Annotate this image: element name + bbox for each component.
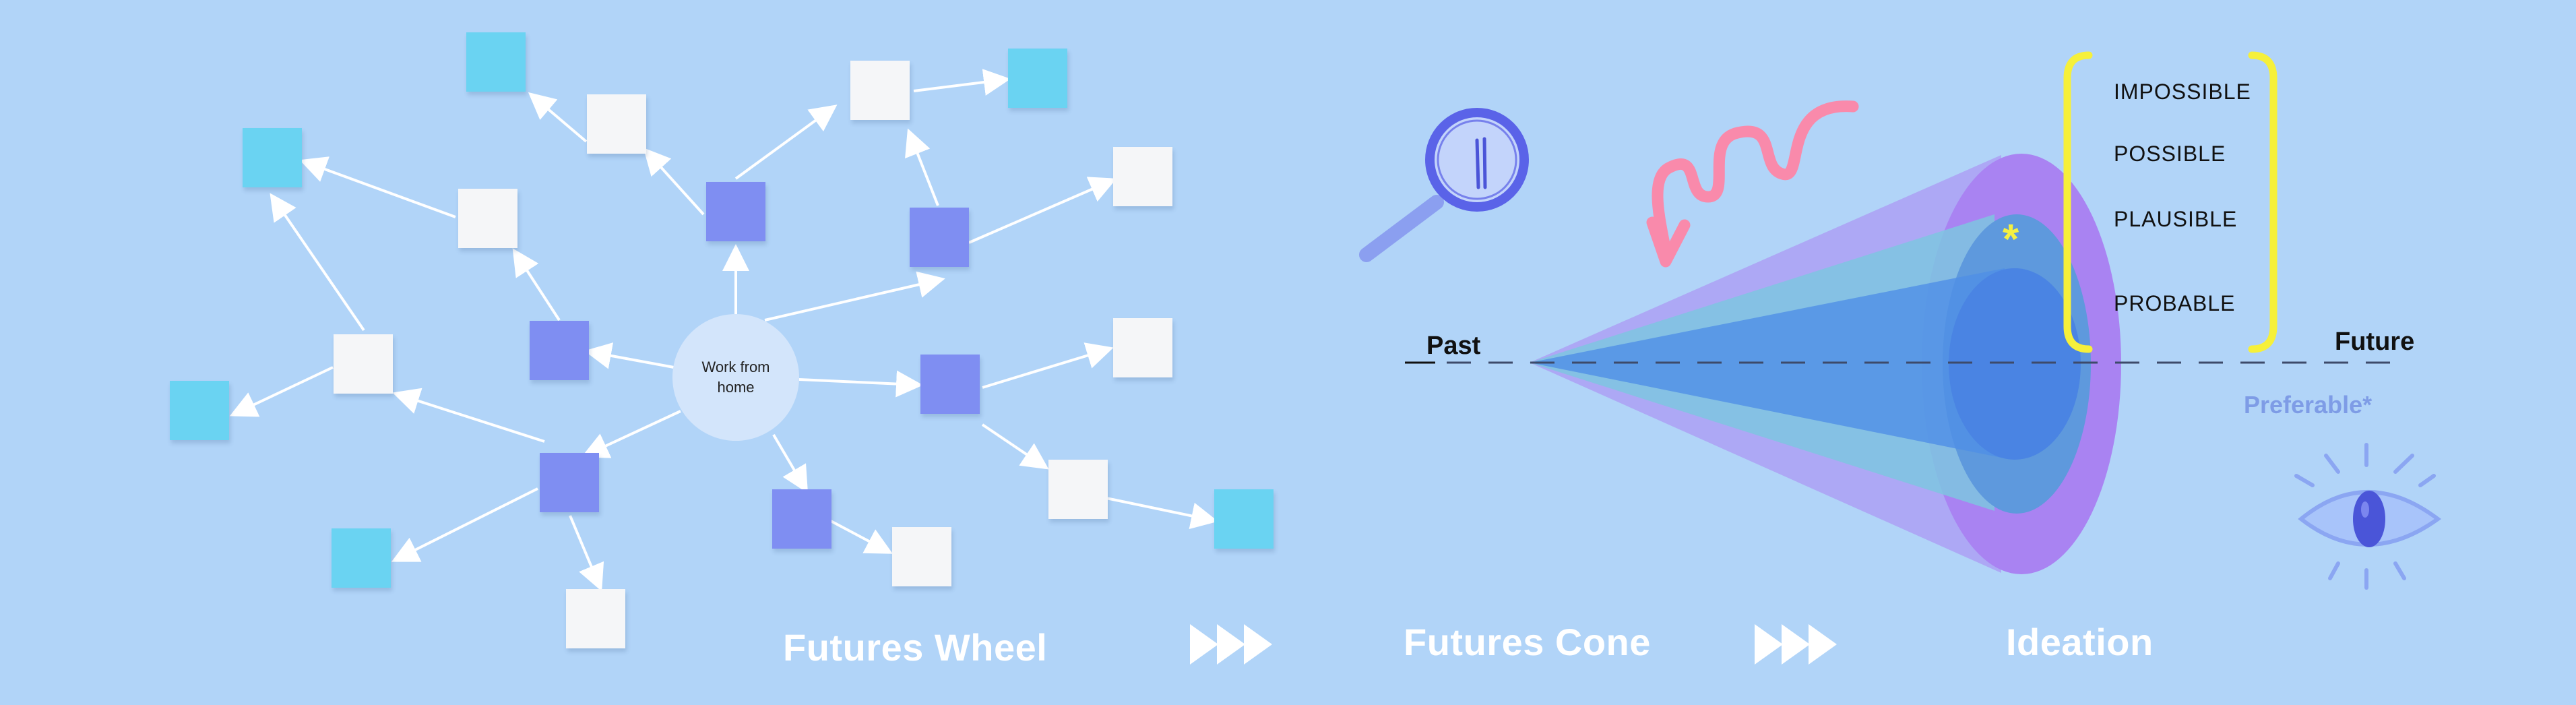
wheel-center-node[interactable]: Work from home xyxy=(672,314,799,441)
arrow xyxy=(270,193,365,332)
sticky-note[interactable] xyxy=(1008,49,1067,108)
level-plausible: PLAUSIBLE xyxy=(2114,207,2238,231)
sticky-note[interactable] xyxy=(850,61,910,120)
arrow xyxy=(1099,495,1218,530)
arrow xyxy=(982,342,1114,389)
sticky-note[interactable] xyxy=(243,128,302,187)
arrow xyxy=(905,128,939,206)
sticky-note[interactable] xyxy=(587,94,646,154)
arrow xyxy=(299,156,456,218)
sticky-note[interactable] xyxy=(458,189,517,248)
sticky-note[interactable] xyxy=(892,527,951,586)
arrow xyxy=(981,423,1049,470)
arrow xyxy=(968,177,1117,244)
sticky-note[interactable] xyxy=(530,321,589,380)
section-title-futures-wheel: Futures Wheel xyxy=(783,626,1048,669)
arrow xyxy=(913,69,1011,96)
sticky-note[interactable] xyxy=(910,208,969,267)
sticky-note[interactable] xyxy=(332,528,391,588)
sticky-note[interactable] xyxy=(1214,489,1274,549)
sticky-note[interactable] xyxy=(772,489,831,549)
arrow xyxy=(584,342,674,369)
sticky-note[interactable] xyxy=(466,32,526,92)
past-label: Past xyxy=(1426,332,1481,360)
arrow xyxy=(391,487,538,562)
arrow xyxy=(528,92,588,143)
preferable-label: Preferable* xyxy=(2244,391,2373,419)
section-title-futures-cone: Futures Cone xyxy=(1404,621,1651,663)
level-impossible: IMPOSSIBLE xyxy=(2114,80,2251,104)
sticky-note[interactable] xyxy=(334,334,393,394)
arrow xyxy=(772,433,809,493)
arrow xyxy=(798,370,923,398)
sticky-note[interactable] xyxy=(920,355,980,414)
bracket-right xyxy=(2248,51,2277,353)
arrow xyxy=(734,104,838,180)
level-possible: POSSIBLE xyxy=(2114,142,2226,166)
arrow xyxy=(830,520,893,554)
sticky-note[interactable] xyxy=(540,453,599,512)
level-probable: PROBABLE xyxy=(2114,291,2236,315)
sticky-note[interactable] xyxy=(170,381,229,440)
preferable-marker: * xyxy=(2003,216,2019,263)
sticky-note[interactable] xyxy=(1048,460,1108,519)
bracket-left xyxy=(2063,51,2093,353)
arrow xyxy=(764,271,945,321)
arrow xyxy=(569,515,604,592)
arrow xyxy=(512,248,561,321)
hub-label: Work from home xyxy=(701,359,770,396)
arrow xyxy=(392,388,545,443)
section-title-ideation: Ideation xyxy=(2006,621,2154,663)
arrow xyxy=(229,366,334,417)
sticky-note[interactable] xyxy=(566,589,625,648)
arrow xyxy=(581,410,681,458)
future-label: Future xyxy=(2335,328,2415,356)
sticky-note[interactable] xyxy=(1113,147,1172,206)
arrow xyxy=(643,148,705,216)
sticky-note[interactable] xyxy=(706,182,765,241)
sticky-note[interactable] xyxy=(1113,318,1172,377)
